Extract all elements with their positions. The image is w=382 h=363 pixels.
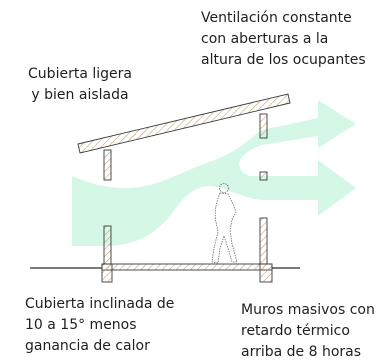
- roof-light-label-line-2: y bien aislada: [31, 87, 129, 103]
- roof-slope-label-line-2: 10 a 15° menos: [25, 317, 137, 333]
- right-wall: [259, 113, 268, 265]
- roof-slope-label-line-1: Cubierta inclinada de: [25, 296, 175, 312]
- airflow-arrows: [72, 100, 356, 246]
- airflow-main-stream: [72, 100, 356, 246]
- massive-walls-label: Muros masivos con retardo térmico arriba…: [241, 300, 375, 363]
- roof-light-label: Cubierta ligera y bien aislada: [10, 64, 150, 106]
- roof-slope-label-line-3: ganancia de calor: [25, 338, 150, 354]
- left-wall: [103, 149, 112, 265]
- massive-walls-label-line-3: arriba de 8 horas: [241, 344, 362, 360]
- massive-walls-label-line-1: Muros masivos con: [241, 302, 375, 318]
- ventilation-label-line-3: altura de los ocupantes: [201, 52, 366, 68]
- ventilation-label-line-2: con aberturas a la: [201, 31, 329, 47]
- person-figure: [211, 183, 238, 264]
- ventilation-label: Ventilación constante con aberturas a la…: [201, 8, 366, 71]
- ventilation-label-line-1: Ventilación constante: [201, 10, 352, 26]
- roof-slope-label: Cubierta inclinada de 10 a 15° menos gan…: [25, 294, 174, 357]
- massive-walls-label-line-2: retardo térmico: [241, 323, 350, 339]
- inclined-roof: [77, 93, 291, 154]
- floor-slab: [101, 263, 273, 283]
- roof-light-label-line-1: Cubierta ligera: [28, 66, 132, 82]
